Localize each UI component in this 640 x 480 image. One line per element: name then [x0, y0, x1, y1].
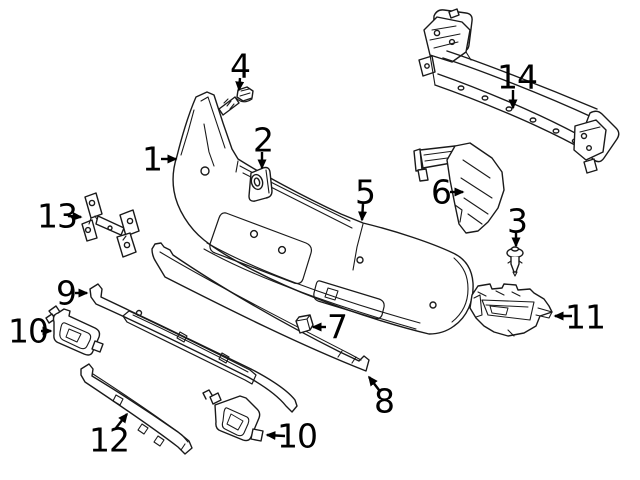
part-label-3-push-pin-rivet: 3 — [507, 202, 527, 241]
square-clip-drawing — [296, 315, 313, 333]
bumper-cover-drawing — [173, 92, 473, 334]
callout-arrow-13-mounting-bracket-left — [67, 211, 83, 221]
part-label-5-bumper-cover: 5 — [355, 173, 375, 212]
part-label-14-impact-bar: 14 — [497, 58, 537, 97]
valance-panel-drawing — [90, 284, 297, 412]
callout-arrow-5-bumper-cover — [358, 203, 368, 222]
part-label-13-mounting-bracket-left: 13 — [37, 197, 77, 236]
lower-trim-strip-drawing — [152, 243, 369, 371]
side-bracket-right-upper-drawing — [414, 143, 504, 233]
part-label-11-side-support-right: 11 — [565, 298, 605, 337]
part-label-1-bumper-cover-left-end: 1 — [142, 140, 162, 179]
part-label-10-guide-bracket-left: 10 — [8, 312, 48, 351]
part-label-9-valance-panel: 9 — [56, 274, 76, 313]
callout-arrow-4-bolt-screw — [235, 77, 245, 92]
callout-arrow-12-lower-valance-strip — [115, 412, 128, 429]
part-label-4-bolt-screw: 4 — [230, 47, 250, 86]
mounting-bracket-left-drawing — [82, 193, 139, 257]
part-label-8-lower-trim-strip: 8 — [374, 382, 394, 421]
callout-arrow-8-lower-trim-strip — [368, 375, 380, 391]
part-label-2-grommet-clip: 2 — [253, 121, 273, 160]
side-support-right-drawing — [470, 284, 552, 336]
lower-valance-strip-drawing — [81, 364, 192, 454]
callout-arrow-10-guide-bracket-right — [265, 430, 286, 440]
grommet-clip-drawing — [249, 168, 272, 202]
part-label-12-lower-valance-strip: 12 — [89, 421, 129, 460]
bolt-screw-drawing — [219, 87, 253, 115]
guide-bracket-left-drawing — [46, 306, 103, 355]
part-label-6-side-bracket-right-upper: 6 — [431, 173, 451, 212]
impact-bar-drawing — [419, 9, 619, 173]
part-label-10-guide-bracket-right: 10 — [277, 417, 317, 456]
push-pin-rivet-drawing — [507, 247, 523, 276]
part-label-7-square-clip: 7 — [327, 308, 347, 347]
guide-bracket-right-drawing — [203, 390, 263, 441]
